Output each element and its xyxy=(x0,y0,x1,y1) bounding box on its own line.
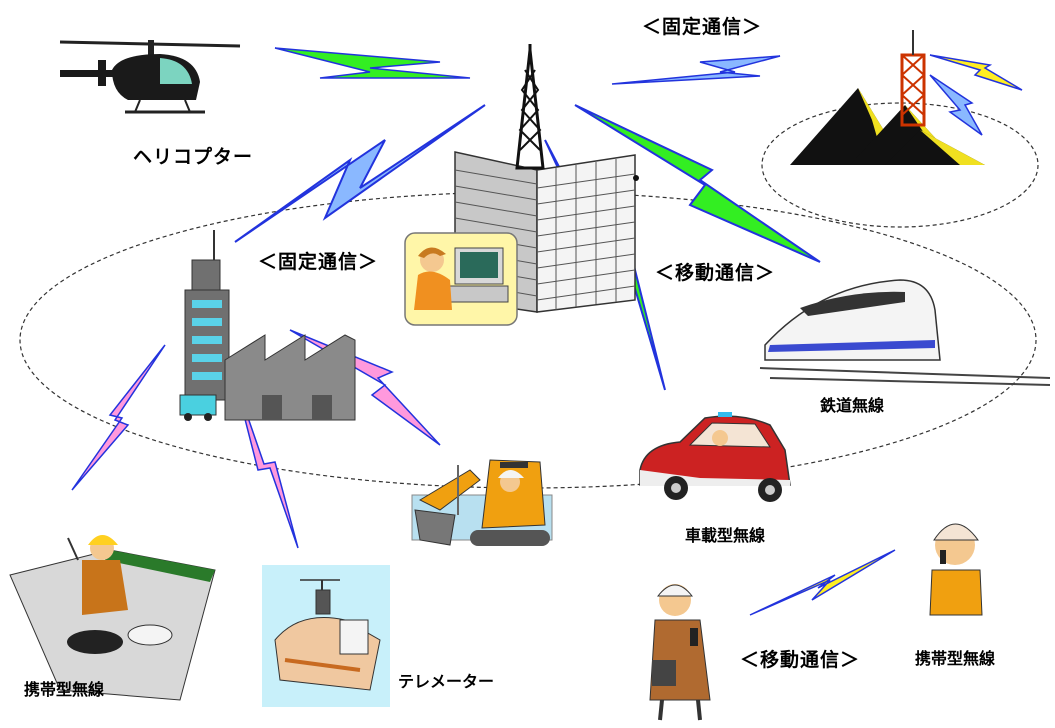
bolt-factory-crane-link xyxy=(289,329,441,446)
bolt-mobile-train-link xyxy=(574,104,821,263)
factory-illustration xyxy=(179,230,356,421)
bolt-portable-link xyxy=(749,549,896,616)
construction-machine-illustration xyxy=(411,459,553,546)
label-fixed-comm-left: ＜固定通信＞ xyxy=(258,251,379,273)
bolt-factory-telemeter-link xyxy=(234,379,299,549)
vehicle-illustration xyxy=(639,412,791,502)
manhole-worker-illustration xyxy=(9,535,216,701)
portable-radio-user-left xyxy=(649,584,711,721)
label-telemeter: テレメーター xyxy=(398,672,495,691)
bolt-factory-portable-link xyxy=(71,344,166,491)
bolt-fixed-top-link xyxy=(611,55,781,85)
label-portable-radio-right: 携帯型無線 xyxy=(915,649,996,668)
label-railway-radio: 鉄道無線 xyxy=(820,396,885,415)
bolt-pyramid-link-2 xyxy=(929,74,983,136)
label-portable-radio-left: 携帯型無線 xyxy=(24,680,105,699)
portable-radio-user-right xyxy=(929,523,983,616)
label-vehicle-radio: 車載型無線 xyxy=(685,526,766,545)
bolt-pyramid-link-1 xyxy=(929,54,1023,91)
bolt-helicopter-link xyxy=(274,47,471,79)
label-fixed-comm-top: ＜固定通信＞ xyxy=(642,16,763,38)
operator-console-illustration xyxy=(404,232,518,326)
pyramid-relay-illustration xyxy=(790,30,985,165)
label-mobile-comm-bottom: ＜移動通信＞ xyxy=(740,649,861,671)
bolt-fixed-left-link xyxy=(234,104,486,243)
helicopter-illustration xyxy=(59,40,241,114)
telemeter-illustration xyxy=(262,565,390,707)
label-mobile-comm-center: ＜移動通信＞ xyxy=(655,262,776,284)
remote-site-ellipse xyxy=(761,102,1039,228)
label-helicopter: ヘリコプター xyxy=(133,146,254,168)
train-illustration xyxy=(759,279,1051,386)
